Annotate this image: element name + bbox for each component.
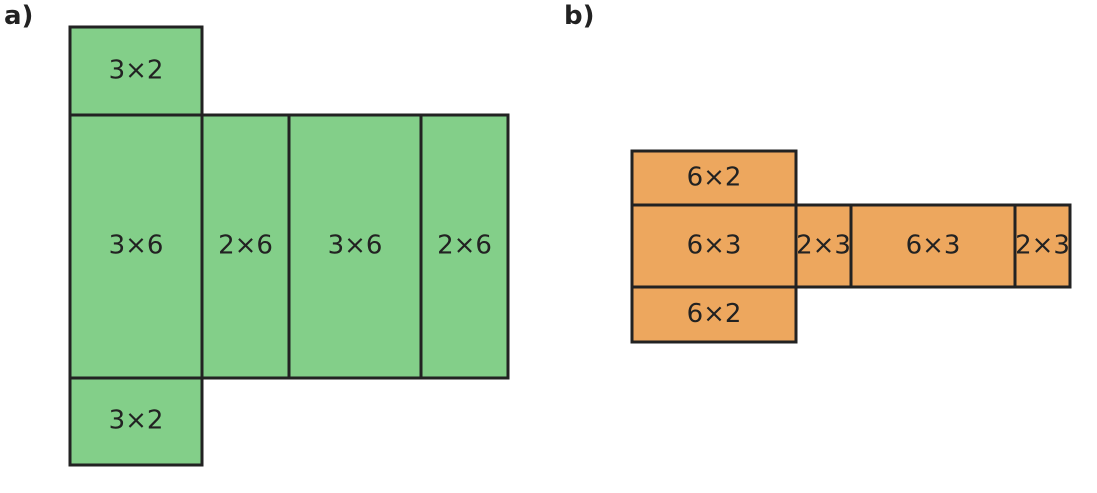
net-b-face-left-rect [1013,203,1072,289]
net-b-face-top-label: 6×2 [687,163,742,193]
net-a-face-front: 3×6 [68,113,204,380]
net-a-face-left-label: 2×6 [437,231,492,261]
net-b-face-left-label: 2×3 [1015,231,1070,261]
net-a: a) 3×2 3×6 2×6 3×6 2×6 3×2 [4,1,510,467]
net-b-face-left: 2×3 [1013,203,1072,289]
net-b-face-top: 6×2 [630,149,798,207]
net-b-label: b) [564,1,595,31]
net-b-face-bottom-rect [630,285,798,344]
net-b-face-right: 2×3 [794,203,853,289]
net-a-face-top-label: 3×2 [109,56,164,86]
net-a-face-back: 3×6 [287,113,423,380]
net-a-face-right-rect [200,113,291,380]
net-b-face-back-label: 6×3 [906,231,961,261]
net-a-face-bottom-label: 3×2 [109,406,164,436]
net-b-face-back-rect [849,203,1017,289]
net-a-face-back-label: 3×6 [328,231,383,261]
net-a-label: a) [4,1,33,31]
net-b-face-front-rect [630,203,798,289]
net-b-face-front-label: 6×3 [687,231,742,261]
net-b-face-right-label: 2×3 [796,231,851,261]
net-b-face-bottom: 6×2 [630,285,798,344]
net-a-face-right: 2×6 [200,113,291,380]
net-a-face-right-label: 2×6 [218,231,273,261]
net-a-face-left-rect [419,113,510,380]
net-b-face-front: 6×3 [630,203,798,289]
net-a-face-top: 3×2 [68,25,204,117]
net-a-face-bottom: 3×2 [68,376,204,467]
net-a-face-front-label: 3×6 [109,231,164,261]
net-b-face-back: 6×3 [849,203,1017,289]
net-a-face-top-rect [68,25,204,117]
net-b: b) 6×2 6×3 2×3 6×3 2×3 6×2 [564,1,1072,344]
net-b-face-bottom-label: 6×2 [687,299,742,329]
net-a-face-left: 2×6 [419,113,510,380]
net-a-face-bottom-rect [68,376,204,467]
net-a-face-front-rect [68,113,204,380]
net-b-face-right-rect [794,203,853,289]
